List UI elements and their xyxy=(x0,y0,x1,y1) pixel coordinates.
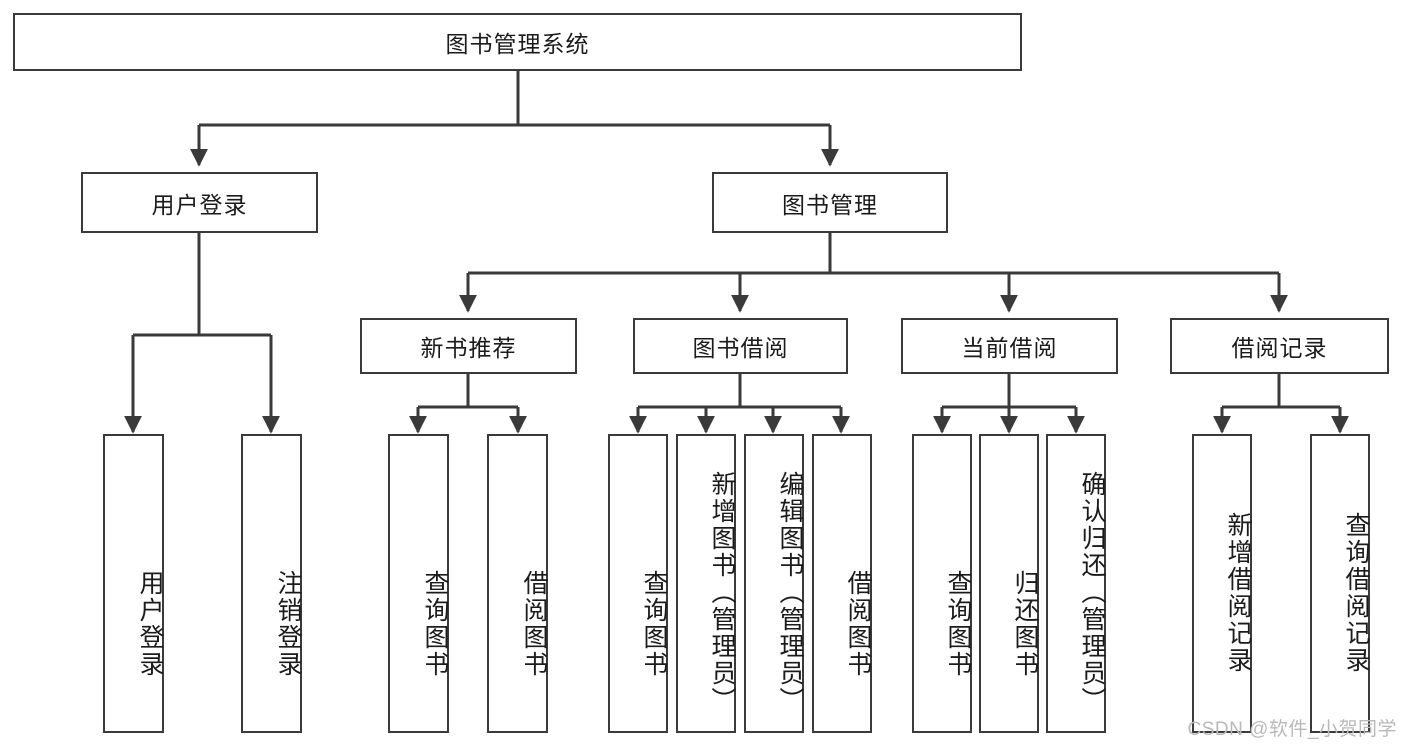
node-user-login[interactable]: 用户登录 xyxy=(81,172,318,233)
node-leaf-add-record[interactable]: 新增借阅记录 xyxy=(1192,434,1252,733)
node-leaf-borrow-book-2-label: 借阅图书 xyxy=(844,569,872,678)
node-borrow-record[interactable]: 借阅记录 xyxy=(1170,318,1389,374)
node-current-borrow[interactable]: 当前借阅 xyxy=(901,318,1118,374)
node-leaf-confirm-return[interactable]: 确认归还（管理员） xyxy=(1046,434,1106,733)
node-leaf-query-record[interactable]: 查询借阅记录 xyxy=(1310,434,1370,733)
node-book-manage[interactable]: 图书管理 xyxy=(712,172,948,233)
node-leaf-edit-book-label: 编辑图书（管理员） xyxy=(776,471,804,714)
node-leaf-add-book-label: 新增图书（管理员） xyxy=(708,471,736,714)
node-leaf-user-login[interactable]: 用户登录 xyxy=(103,434,164,733)
node-leaf-return-book-label: 归还图书 xyxy=(1011,569,1039,678)
node-book-manage-label: 图书管理 xyxy=(782,191,878,218)
node-book-borrow-label: 图书借阅 xyxy=(692,335,789,361)
node-leaf-user-logout[interactable]: 注销登录 xyxy=(241,434,302,733)
node-leaf-return-book[interactable]: 归还图书 xyxy=(979,434,1039,733)
node-book-borrow[interactable]: 图书借阅 xyxy=(633,318,848,374)
node-user-login-label: 用户登录 xyxy=(151,191,248,218)
node-leaf-user-logout-label: 注销登录 xyxy=(274,569,302,678)
node-leaf-user-login-label: 用户登录 xyxy=(136,569,164,678)
node-leaf-borrow-book-1-label: 借阅图书 xyxy=(520,569,548,678)
node-root[interactable]: 图书管理系统 xyxy=(13,13,1022,71)
node-leaf-query-book-1[interactable]: 查询图书 xyxy=(388,434,449,733)
node-leaf-add-record-label: 新增借阅记录 xyxy=(1224,511,1252,674)
node-leaf-confirm-return-label: 确认归还（管理员） xyxy=(1078,471,1106,714)
node-leaf-add-book[interactable]: 新增图书（管理员） xyxy=(676,434,736,733)
node-leaf-borrow-book-2[interactable]: 借阅图书 xyxy=(812,434,872,733)
node-leaf-borrow-book-1[interactable]: 借阅图书 xyxy=(487,434,548,733)
node-current-borrow-label: 当前借阅 xyxy=(961,335,1058,361)
node-leaf-query-book-2[interactable]: 查询图书 xyxy=(608,434,668,733)
node-new-book-recommend-label: 新书推荐 xyxy=(420,335,517,361)
node-root-label: 图书管理系统 xyxy=(445,31,590,57)
node-leaf-edit-book[interactable]: 编辑图书（管理员） xyxy=(744,434,804,733)
node-leaf-query-book-3[interactable]: 查询图书 xyxy=(912,434,972,733)
node-leaf-query-book-3-label: 查询图书 xyxy=(944,569,972,678)
node-leaf-query-book-2-label: 查询图书 xyxy=(640,569,668,678)
node-new-book-recommend[interactable]: 新书推荐 xyxy=(360,318,577,374)
node-borrow-record-label: 借阅记录 xyxy=(1231,335,1328,361)
node-leaf-query-book-1-label: 查询图书 xyxy=(421,569,449,678)
node-leaf-query-record-label: 查询借阅记录 xyxy=(1342,511,1370,674)
